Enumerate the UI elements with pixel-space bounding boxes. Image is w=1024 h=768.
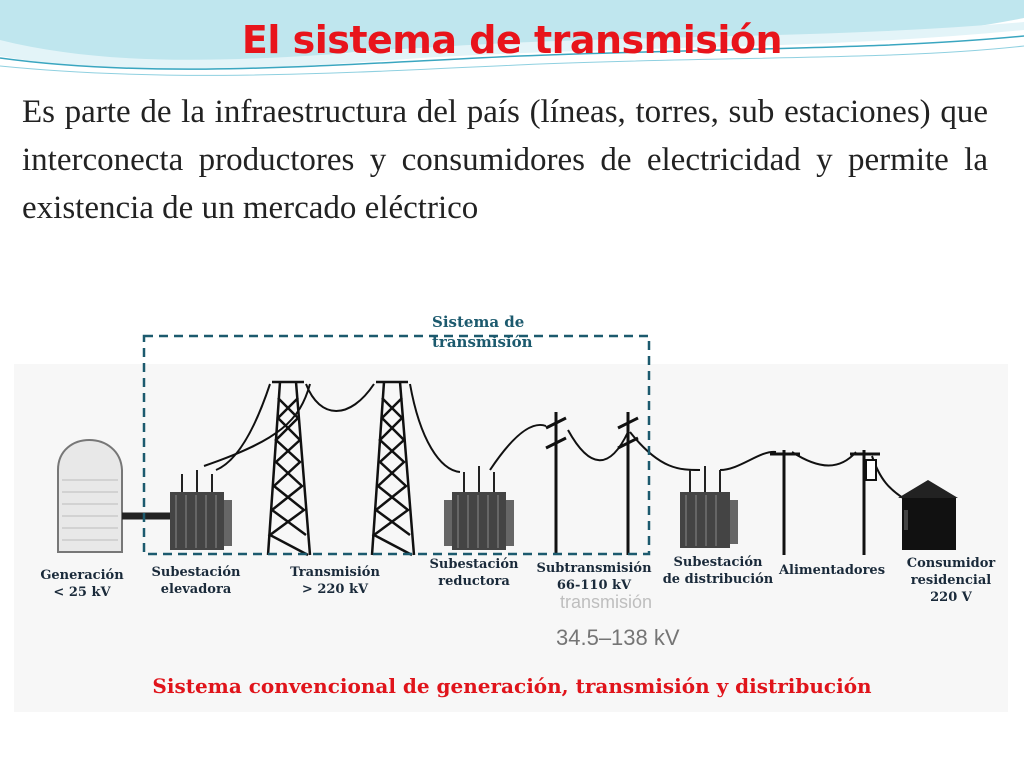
residential-house-icon	[898, 480, 958, 550]
feeder-pole-icon	[770, 450, 800, 555]
stage-label-generation: Generación< 25 kV	[40, 568, 124, 600]
step-up-substation-icon	[170, 470, 232, 550]
intro-paragraph: Es parte de la infraestructura del país …	[22, 94, 988, 226]
feeder-pole-icon	[850, 450, 880, 555]
stage-label-transmission: Transmisión> 220 kV	[290, 565, 380, 597]
step-down-substation-icon	[444, 466, 514, 550]
transmission-tower-icon	[370, 380, 416, 557]
bg-text-transmision: transmisión	[560, 592, 652, 612]
diagram-caption: Sistema convencional de generación, tran…	[152, 674, 872, 698]
subtransmission-pole-icon	[545, 412, 567, 555]
transmission-system-box	[142, 334, 651, 556]
page-title: El sistema de transmisión	[241, 18, 783, 62]
power-system-diagram: transmisión 34.5–138 kV	[57, 334, 958, 650]
header-swoosh	[0, 0, 1024, 76]
distribution-substation-icon	[680, 466, 738, 548]
subtransmission-pole-icon	[617, 412, 639, 555]
generation-plant-icon	[57, 439, 123, 553]
stage-label-feeders: Alimentadores	[778, 563, 886, 578]
transmission-system-label: Sistema de transmisión	[432, 313, 533, 351]
bg-text-voltage: 34.5–138 kV	[556, 625, 680, 650]
transmission-tower-icon	[266, 380, 312, 557]
